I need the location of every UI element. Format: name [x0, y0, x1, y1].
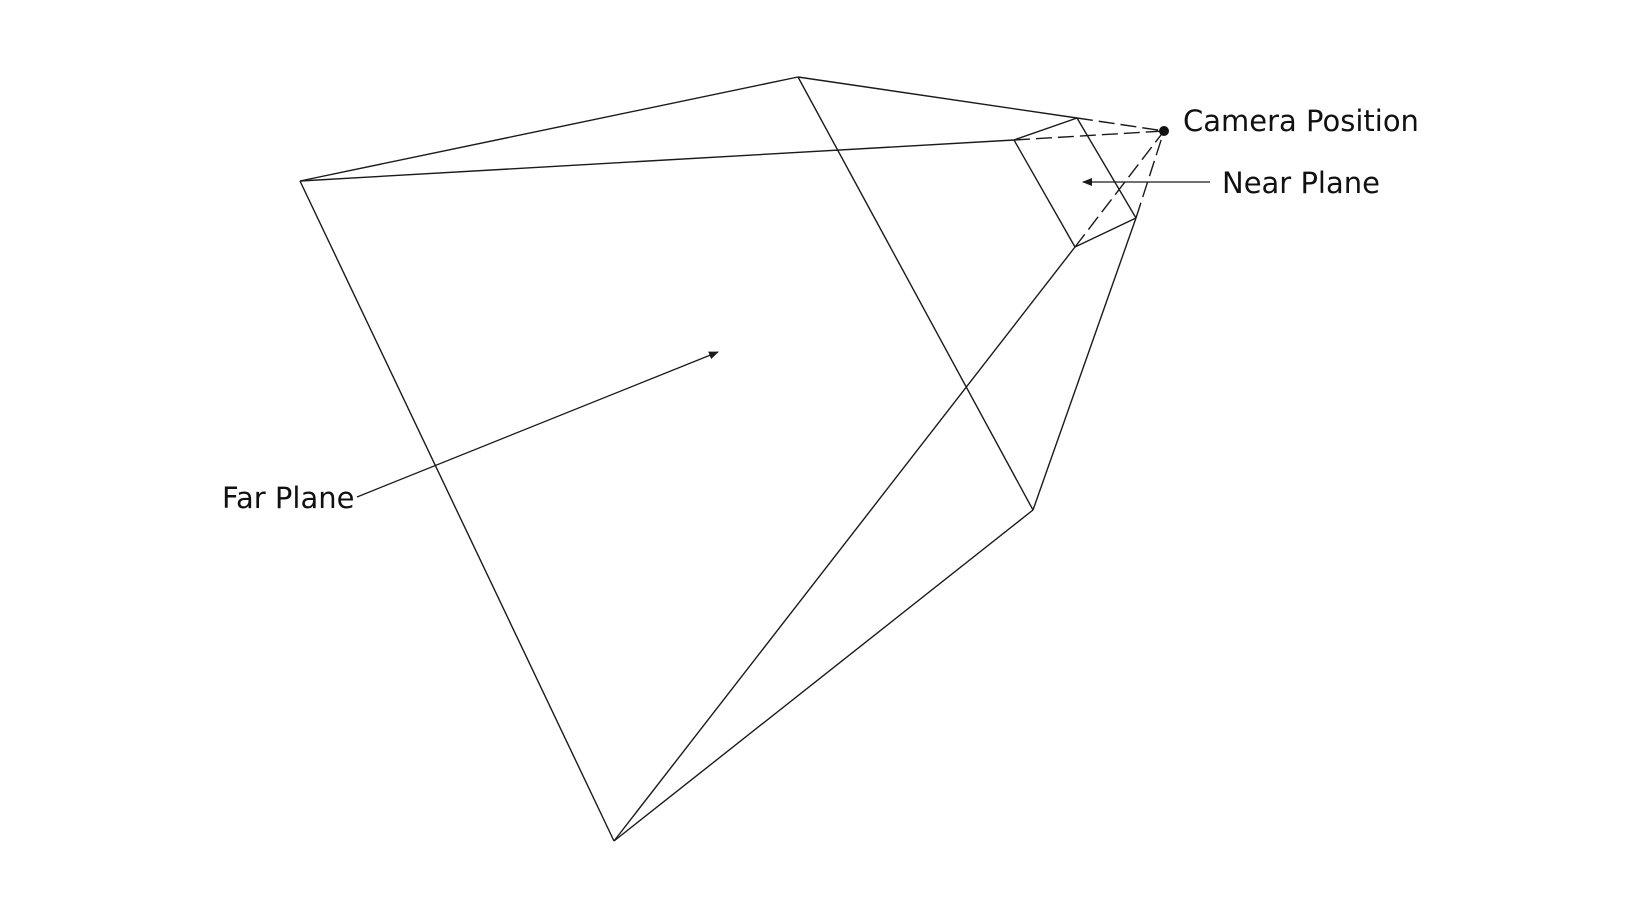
camera-position-point [1159, 126, 1169, 136]
near-plane-edge-right [1076, 117, 1137, 219]
frustum-edge-bottom-left [613, 246, 1076, 842]
camera-ray-top-right [1076, 117, 1165, 132]
near-plane-edge-left [1013, 139, 1076, 248]
camera-position-label: Camera Position [1183, 104, 1419, 138]
near-plane-edge-top [1013, 117, 1078, 141]
far-plane-edge-top [299, 76, 799, 182]
near-plane [1013, 117, 1137, 248]
far-plane-edge-right [797, 76, 1034, 511]
near-plane-edge-bottom [1074, 217, 1137, 248]
far-plane-edge-left [299, 180, 615, 842]
far-plane [299, 76, 1034, 842]
camera-ray-bottom-left [1074, 130, 1165, 248]
frustum-edge-top-right [797, 76, 1078, 119]
near-plane-label: Near Plane [1222, 166, 1380, 200]
frustum-side-edges [299, 76, 1137, 842]
camera-projection-lines [1013, 117, 1165, 248]
far-plane-edge-bottom [613, 509, 1034, 842]
camera-ray-top-left [1013, 130, 1165, 141]
far-plane-leader-arrow [356, 351, 719, 498]
frustum-edge-top-left [299, 139, 1015, 182]
far-plane-label: Far Plane [222, 481, 354, 515]
camera-ray-bottom-right [1135, 130, 1165, 219]
frustum-edge-bottom-right [1032, 217, 1137, 511]
